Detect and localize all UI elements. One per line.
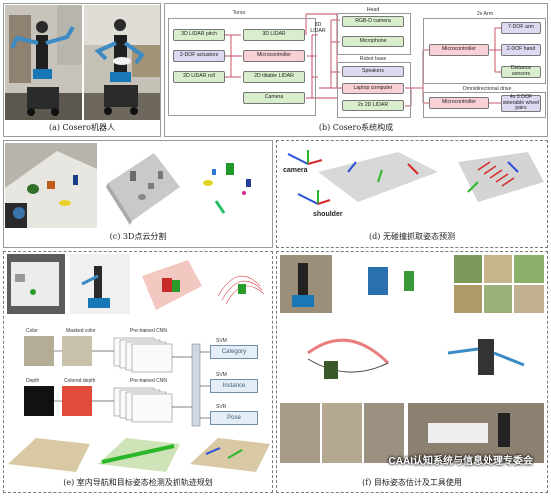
box-7dof-arm: 7-DOF arm (501, 22, 541, 34)
label-3d-lidar: 3D LIDAR (262, 31, 286, 38)
output-pose: Pose (210, 411, 258, 425)
label-svm-1: SVM (216, 338, 227, 344)
point-cloud-plane (106, 153, 180, 225)
head-group (337, 13, 411, 55)
box-microphone: Microphone (342, 36, 404, 47)
detection-render-2 (217, 275, 265, 305)
robot-scan-render (70, 254, 130, 314)
robot-photo-right (84, 5, 160, 120)
box-distance-sensors: Distance sensors (501, 65, 541, 78)
output-instance: Instance (210, 379, 258, 393)
trajectory-renders (6, 434, 272, 474)
label-camera: camera (283, 167, 308, 174)
torso-title: Torso (232, 10, 246, 16)
box-3d-lidar-display: 3D LIDAR (243, 29, 305, 41)
label-cnn-2: Pre-trained CNN (130, 378, 167, 384)
detection-render-1 (142, 260, 202, 310)
box-2dof-actuators: 2-DOF actuators (173, 50, 225, 62)
scene-photo (5, 143, 97, 228)
box-2d-lidar-roll: 2D LIDAR roll (173, 71, 225, 83)
segmented-objects (203, 163, 251, 214)
navigation-map (7, 254, 65, 314)
panel-e: Color Masked color Pre-trained CNN Depth… (3, 251, 273, 493)
label-svr: SVR (216, 404, 227, 410)
panel-c: (c) 3D点云分割 (3, 140, 273, 248)
box-camera: Camera (243, 92, 305, 104)
pipeline-graphics (24, 336, 210, 427)
box-2d-tiltable-lidar: 2D tiltable LIDAR (243, 71, 305, 83)
label-masked-color: Masked color (66, 328, 96, 334)
box-microcontroller-drive: Microcontroller (429, 97, 489, 109)
caption-c: (c) 3D点云分割 (109, 232, 167, 241)
watermark: CAAI认知系统与信息处理专委会 (388, 456, 533, 467)
box-laptop-computer: Laptop computer (342, 83, 404, 94)
panel-a: (a) Cosero机器人 (3, 3, 161, 137)
architecture-connectors (225, 13, 501, 107)
output-category: Category (210, 345, 258, 359)
caption-f: (f) 目标姿态估计及工具使用 (362, 478, 462, 487)
panel-d: camera shoulder (d) 无碰撞抓取姿态预测 (276, 140, 548, 248)
torso-group (168, 18, 316, 116)
arm-group (423, 18, 546, 84)
grasp-scene (278, 142, 546, 230)
label-colored-depth: Colored depth (64, 378, 96, 384)
box-steerable-wheels: 4x 3 DOF steerable wheel pairs (501, 93, 541, 112)
label-cnn-1: Pre-trained CNN (130, 328, 167, 334)
box-microcontroller-arm: Microcontroller (429, 44, 489, 56)
label-depth: Depth (26, 378, 40, 384)
caption-b: (b) Cosero系统构成 (318, 123, 394, 132)
tool-use-photos (280, 255, 544, 463)
label-svm-2: SVM (216, 372, 227, 378)
head-title: Head (366, 7, 380, 13)
label-shoulder: shoulder (313, 211, 343, 218)
caption-d: (d) 无碰撞抓取姿态预测 (369, 232, 455, 241)
panel-b: Torso 3D LIDAR pitch 2-DOF actuators 2D … (164, 3, 548, 137)
caption-e: (e) 室内导航和目标姿态检测及抓轨迹规划 (63, 478, 213, 487)
box-rgbd-camera: RGB-D camera (342, 16, 404, 27)
label-color: Color (26, 328, 38, 334)
caption-a: (a) Cosero机器人 (49, 123, 115, 132)
box-2x-2d-lidar: 2x 2D LIDAR (342, 100, 404, 111)
robot-base-group (337, 62, 411, 118)
box-microcontroller-torso: Microcontroller (243, 50, 305, 62)
box-speakers: Speakers (342, 66, 404, 77)
drive-title: Omnidirectional drive (462, 86, 512, 92)
robot-photo-left (5, 5, 82, 120)
panel-f: CAAI认知系统与信息处理专委会 (f) 目标姿态估计及工具使用 (276, 251, 548, 493)
box-3d-lidar-pitch: 3D LIDAR pitch (173, 29, 225, 41)
arm-title: 2x Arm (476, 11, 494, 17)
robot-base-title: Robot base (359, 56, 387, 62)
drive-group (423, 92, 546, 118)
box-2dof-hand: 2-DOF hand (501, 44, 541, 56)
